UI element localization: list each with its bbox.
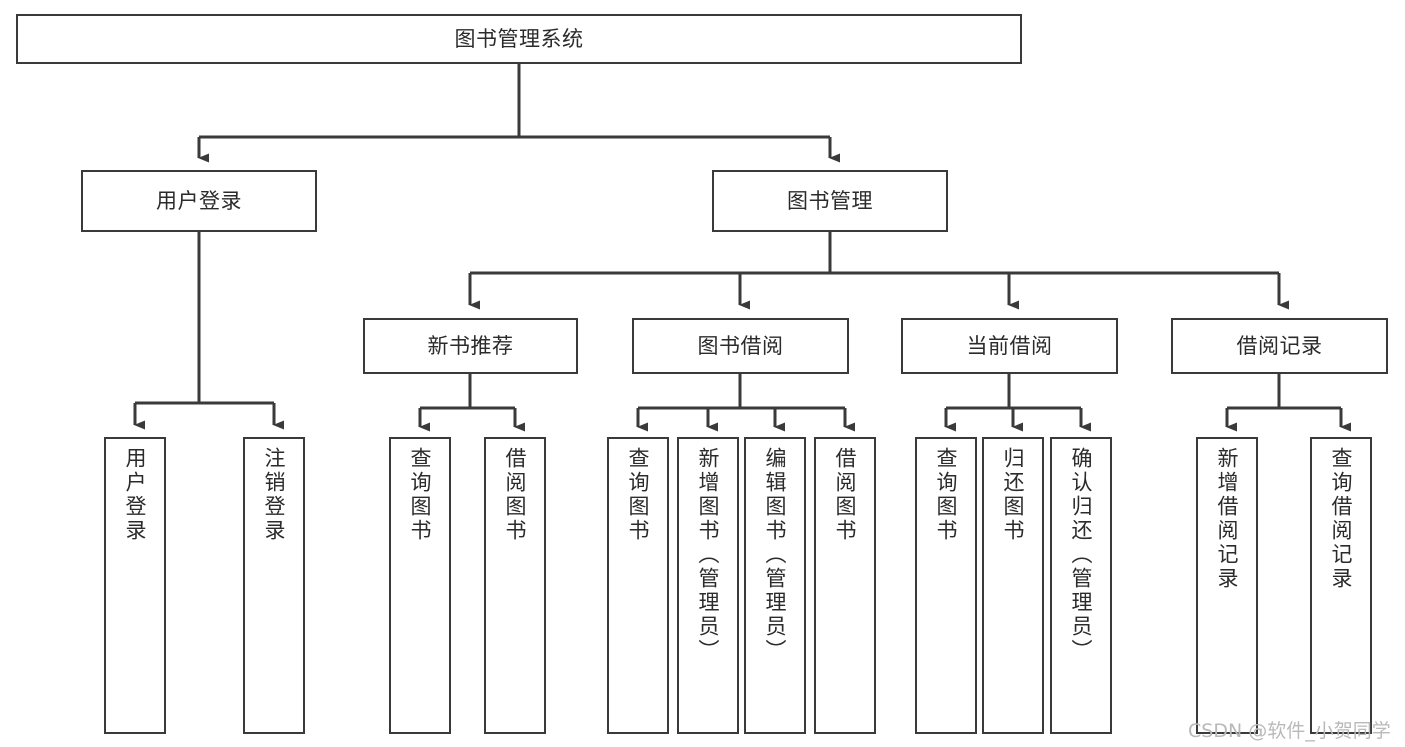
node-leaf-return-book[interactable]: 归还图书 [982, 437, 1044, 734]
node-leaf-confirm-return-label: 确认归还（管理员） [1069, 447, 1094, 663]
node-leaf-confirm-return[interactable]: 确认归还（管理员） [1050, 437, 1112, 734]
node-leaf-borrow-book-rec-label: 借阅图书 [503, 447, 528, 543]
node-leaf-query-book-rec[interactable]: 查询图书 [389, 437, 451, 734]
node-leaf-query-record-label: 查询借阅记录 [1329, 447, 1354, 591]
node-leaf-edit-book[interactable]: 编辑图书（管理员） [744, 437, 806, 734]
node-book-borrow-label: 图书借阅 [697, 333, 784, 358]
node-user-login-label: 用户登录 [156, 188, 242, 213]
node-leaf-query-record[interactable]: 查询借阅记录 [1310, 437, 1372, 734]
node-user-login[interactable]: 用户登录 [81, 170, 317, 232]
csdn-watermark: CSDN @软件_小贺同学 [1188, 720, 1391, 742]
node-current-borrow[interactable]: 当前借阅 [901, 318, 1118, 374]
node-leaf-add-book[interactable]: 新增图书（管理员） [677, 437, 739, 734]
node-book-borrow[interactable]: 图书借阅 [632, 318, 849, 374]
node-borrow-record[interactable]: 借阅记录 [1171, 318, 1388, 374]
node-leaf-borrow-book-bb-label: 借阅图书 [833, 447, 858, 543]
node-leaf-user-login-label: 用户登录 [123, 447, 148, 543]
node-leaf-user-logout[interactable]: 注销登录 [243, 437, 305, 734]
node-borrow-record-label: 借阅记录 [1236, 333, 1323, 358]
node-leaf-add-record-label: 新增借阅记录 [1215, 447, 1240, 591]
node-leaf-return-book-label: 归还图书 [1001, 447, 1026, 543]
node-leaf-query-book-cb[interactable]: 查询图书 [915, 437, 977, 734]
node-leaf-query-book-bb[interactable]: 查询图书 [607, 437, 669, 734]
node-current-borrow-label: 当前借阅 [966, 333, 1053, 358]
node-new-book-rec-label: 新书推荐 [427, 333, 514, 358]
node-leaf-user-login[interactable]: 用户登录 [104, 437, 166, 734]
node-leaf-edit-book-label: 编辑图书（管理员） [763, 447, 788, 663]
node-root-label: 图书管理系统 [454, 26, 584, 51]
node-leaf-add-book-label: 新增图书（管理员） [696, 447, 721, 663]
node-leaf-query-book-cb-label: 查询图书 [934, 447, 959, 543]
node-root[interactable]: 图书管理系统 [16, 14, 1022, 64]
node-leaf-query-book-bb-label: 查询图书 [626, 447, 651, 543]
node-leaf-add-record[interactable]: 新增借阅记录 [1196, 437, 1258, 734]
node-book-manage-label: 图书管理 [787, 188, 873, 213]
node-leaf-query-book-rec-label: 查询图书 [408, 447, 433, 543]
node-new-book-rec[interactable]: 新书推荐 [363, 318, 578, 374]
node-leaf-user-logout-label: 注销登录 [262, 447, 287, 543]
node-leaf-borrow-book-bb[interactable]: 借阅图书 [814, 437, 876, 734]
node-book-manage[interactable]: 图书管理 [712, 170, 948, 232]
node-leaf-borrow-book-rec[interactable]: 借阅图书 [484, 437, 546, 734]
